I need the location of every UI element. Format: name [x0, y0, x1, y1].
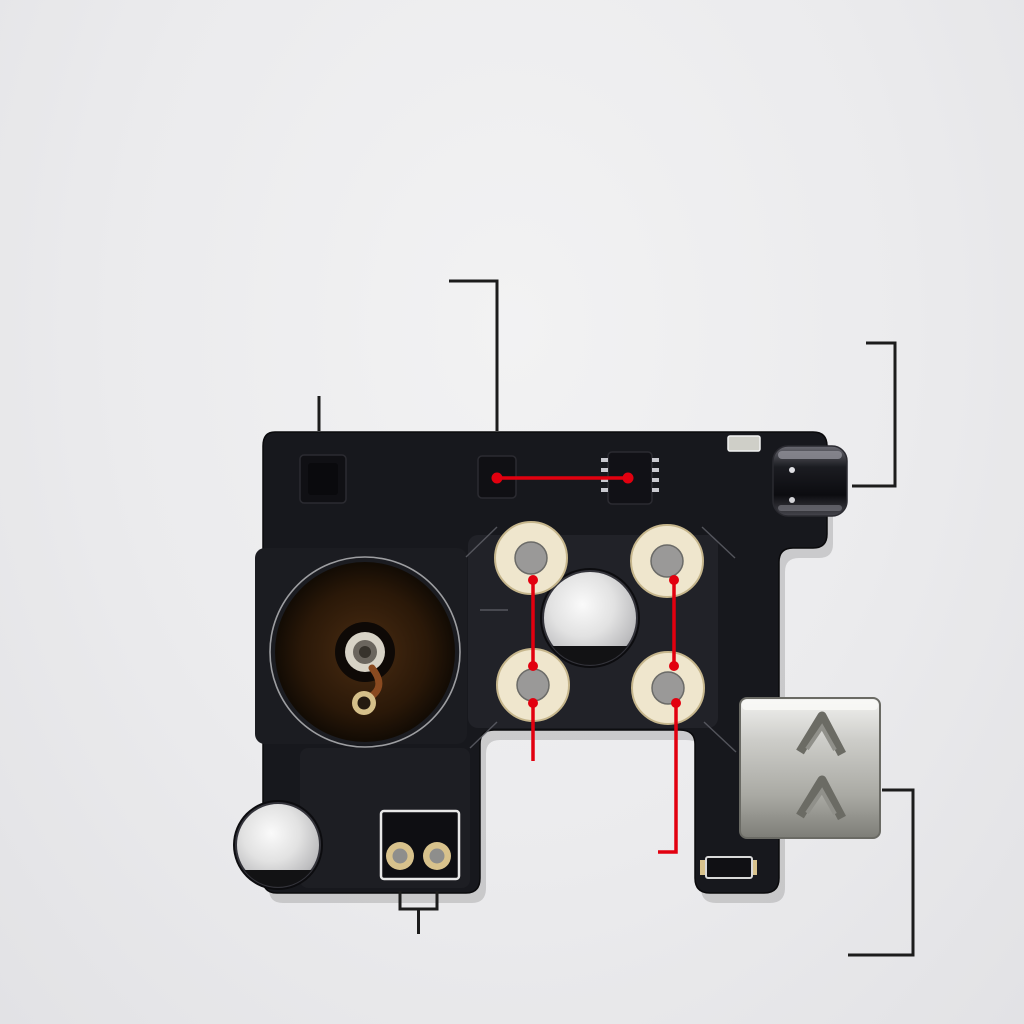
usb-a-connector [739, 697, 881, 839]
red-callout-dots [491, 472, 681, 708]
red-line-to-pos-label [658, 703, 678, 854]
main-filter-capacitor [540, 568, 640, 668]
dc-input-terminal [379, 809, 461, 881]
usb-stamp-fork [796, 711, 846, 757]
usb-stamp-fork [796, 775, 846, 821]
callout-line-usb [848, 788, 915, 957]
mounting-hole [494, 521, 568, 595]
callout-bracket-dc-input [398, 891, 439, 934]
smd-470-component [727, 435, 761, 452]
mounting-hole [631, 651, 705, 725]
callout-line-typec [852, 341, 897, 488]
mounting-hole [630, 524, 704, 598]
mpu-chip [299, 454, 347, 504]
callout-line-protocol-chip [449, 279, 499, 431]
typec-connector [772, 445, 848, 517]
sense-resistor-r020 [700, 856, 757, 879]
toroidal-inductor-center [335, 622, 395, 715]
input-filter-capacitor [233, 800, 323, 890]
